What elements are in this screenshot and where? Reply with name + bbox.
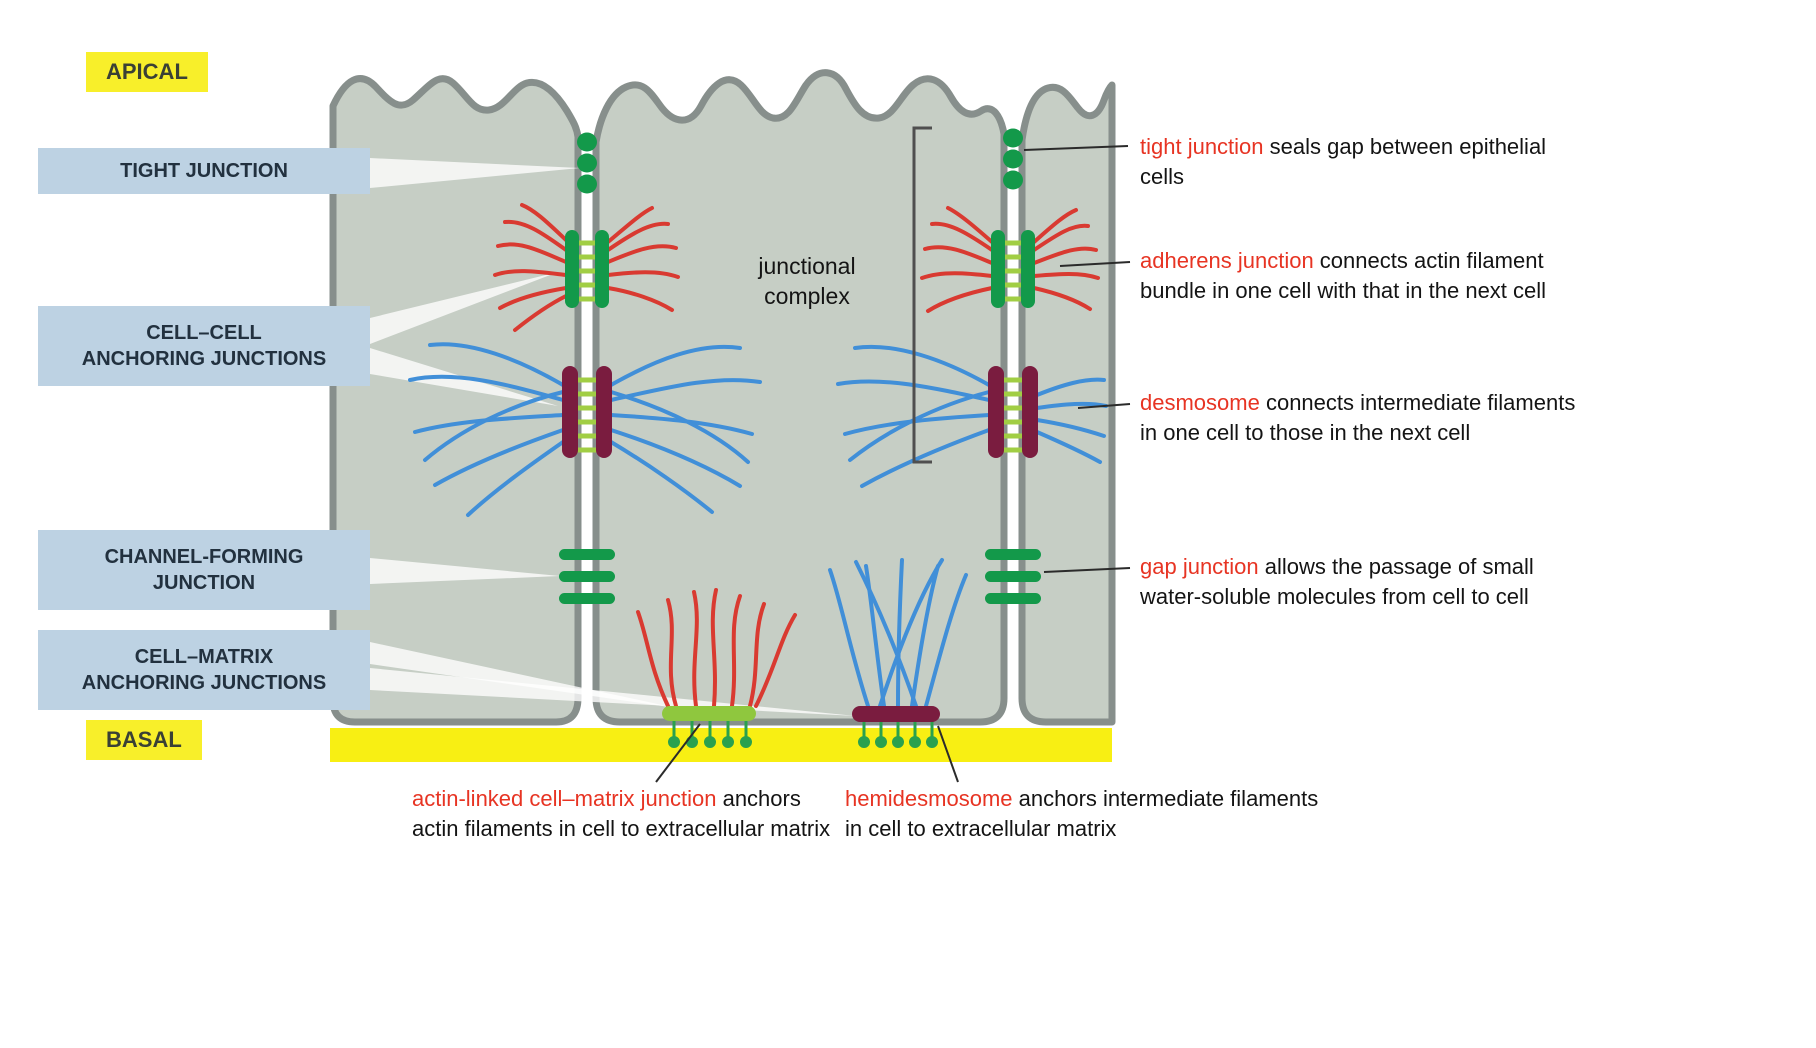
annotation-tight-junction-text: seals gap between epithelial cells [1140,134,1547,190]
annotation-line-desmosome [1077,403,1131,409]
annotation-line-adherens [1059,261,1131,267]
actin-filaments [920,206,1100,313]
basal-region-tag: BASAL [86,720,202,760]
cadherin-ladder [1000,240,1026,302]
epithelial-cell-middle [592,69,1008,726]
label-channel-forming-text: CHANNEL-FORMING JUNCTION [104,546,304,594]
actin-filaments [636,588,797,708]
callout-beam-hemidesmosome [370,668,856,716]
cadherin-ladder [574,240,600,302]
hemidesmosome-graphic [828,558,968,748]
annotation-lines [655,145,1131,783]
annotation-actin-linked-matrix-junction: actin-linked cell–matrix junction anchor… [412,784,842,845]
annotation-gap-junction-text: allows the passage of small water-solubl… [1140,554,1534,610]
intermediate-filaments [828,558,968,708]
annotation-adherens-text: connects actin filament bundle in one ce… [1140,248,1547,304]
label-cell-cell-text: CELL–CELL ANCHORING JUNCTIONS [81,322,327,370]
apical-region-tag: APICAL [86,52,208,92]
label-tight-junction-text: TIGHT JUNCTION [120,160,288,182]
desmosome-ladder [573,377,601,453]
adherens-junction-graphic-right [920,206,1100,313]
annotation-gap-junction-keyword: gap junction [1140,554,1259,579]
tight-junction-graphic-left [577,132,597,194]
callout-beam-adherens [370,272,558,344]
callout-beam-gap-junction [370,558,560,584]
gap-junction-graphic-right [985,549,1041,604]
annotation-actin-matrix-keyword: actin-linked cell–matrix junction [412,786,717,811]
annotation-tight-junction: tight junction seals gap between epithel… [1140,132,1590,193]
annotation-gap-junction: gap junction allows the passage of small… [1140,552,1590,613]
intermediate-filaments [408,342,762,517]
annotation-hemidesmosome-keyword: hemidesmosome [845,786,1013,811]
label-cell-cell-anchoring-junctions: CELL–CELL ANCHORING JUNCTIONS [38,306,370,386]
apical-region-label: APICAL [106,59,188,84]
adherens-junction-graphic-left [493,203,680,332]
annotation-actin-matrix-text: anchors actin filaments in cell to extra… [412,786,831,842]
gap-junction-graphic-left [559,549,615,604]
integrin-pins [668,720,752,748]
annotation-desmosome-text: connects intermediate filaments in one c… [1140,390,1576,446]
actin-filaments [493,203,680,332]
annotation-tight-junction-keyword: tight junction [1140,134,1264,159]
junctional-complex-bracket [912,126,932,464]
desmosome-ladder [999,377,1027,453]
annotation-desmosome-keyword: desmosome [1140,390,1260,415]
basal-lamina [330,728,1112,762]
annotation-line-hemidesmosome [937,725,959,783]
annotation-hemidesmosome: hemidesmosome anchors intermediate filam… [845,784,1335,845]
annotation-line-actin-matrix [655,723,701,783]
annotation-line-tight-junction [1023,145,1129,151]
label-tight-junction: TIGHT JUNCTION [38,148,370,194]
basal-region-label: BASAL [106,727,182,752]
integrin-pins [858,720,938,748]
desmosome-graphic-right [836,344,1108,488]
junctional-complex-label: junctional complex [758,253,856,309]
annotation-desmosome: desmosome connects intermediate filament… [1140,388,1590,449]
annotation-adherens-junction: adherens junction connects actin filamen… [1140,246,1590,307]
annotation-hemidesmosome-text: anchors intermediate filaments in cell t… [845,786,1319,842]
intermediate-filaments [836,344,1108,488]
callout-beam-tight-junction [370,158,580,188]
desmosome-graphic-left [408,342,762,517]
label-channel-forming-junction: CHANNEL-FORMING JUNCTION [38,530,370,610]
tight-junction-graphic-right [1003,128,1023,190]
label-cell-matrix-text: CELL–MATRIX ANCHORING JUNCTIONS [81,646,327,694]
label-cell-matrix-anchoring-junctions: CELL–MATRIX ANCHORING JUNCTIONS [38,630,370,710]
actin-linked-matrix-junction-graphic [636,588,797,748]
annotation-adherens-keyword: adherens junction [1140,248,1314,273]
annotation-line-gap-junction [1043,567,1131,573]
